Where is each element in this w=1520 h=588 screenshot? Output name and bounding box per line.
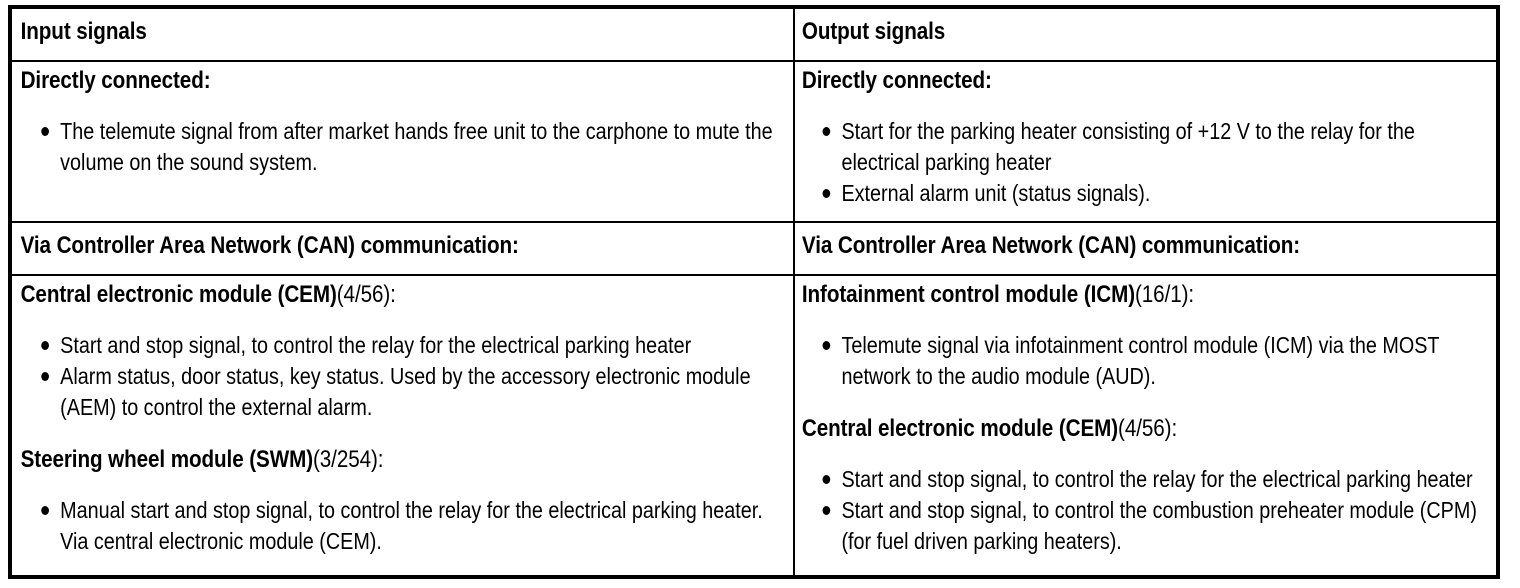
list-item: Telemute signal via infotainment control… <box>802 330 1486 392</box>
table-row-directly-connected: Directly connected: The telemute signal … <box>10 61 1498 224</box>
column-header-input-signals: Input signals <box>20 18 147 45</box>
module-name-cem-output: Central electronic module (CEM) <box>801 415 1119 443</box>
bullet-icon <box>822 189 831 199</box>
spacer <box>802 392 1486 414</box>
table-header-cell-output: Output signals <box>794 7 1498 63</box>
list-output-directly-connected: Start for the parking heater consisting … <box>802 116 1486 209</box>
list-item-text: The telemute signal from after market ha… <box>60 118 773 176</box>
list-item-text: Start and stop signal, to control the co… <box>841 497 1478 555</box>
list-item: The telemute signal from after market ha… <box>21 116 783 178</box>
heading-cem-output: Central electronic module (CEM)(4/56): <box>802 414 1486 444</box>
list-item-text: External alarm unit (status signals). <box>841 180 1151 207</box>
list-item: Start and stop signal, to control the co… <box>802 495 1486 557</box>
list-icm-output: Telemute signal via infotainment control… <box>802 330 1486 392</box>
module-code-swm-input: (3/254): <box>313 446 384 474</box>
signals-table: Input signals Output signals Directly co… <box>8 5 1500 579</box>
bullet-icon <box>41 372 49 382</box>
table-header-row: Input signals Output signals <box>10 7 1498 63</box>
cell-input-can-details: Central electronic module (CEM)(4/56): S… <box>10 275 796 577</box>
heading-swm-input: Steering wheel module (SWM)(3/254): <box>21 445 783 475</box>
list-item-text: Alarm status, door status, key status. U… <box>60 363 751 421</box>
bullet-icon <box>41 506 49 516</box>
cell-input-directly-connected: Directly connected: The telemute signal … <box>10 61 796 224</box>
list-item: Start and stop signal, to control the re… <box>21 330 783 361</box>
module-name-cem-input: Central electronic module (CEM) <box>20 281 337 309</box>
list-item: External alarm unit (status signals). <box>802 178 1486 209</box>
heading-cem-input: Central electronic module (CEM)(4/56): <box>21 280 783 310</box>
list-item: Manual start and stop signal, to control… <box>21 495 783 557</box>
module-name-icm-output: Infotainment control module (ICM) <box>801 281 1136 309</box>
list-swm-input: Manual start and stop signal, to control… <box>21 495 783 557</box>
spacer <box>21 178 783 200</box>
bullet-icon <box>822 127 831 137</box>
column-header-output-signals: Output signals <box>801 18 946 45</box>
list-item-text: Start and stop signal, to control the re… <box>841 466 1473 493</box>
module-code-cem-input: (4/56): <box>336 281 396 309</box>
bullet-icon <box>41 341 49 351</box>
heading-output-can-communication: Via Controller Area Network (CAN) commun… <box>801 232 1301 260</box>
heading-input-can-communication: Via Controller Area Network (CAN) commun… <box>20 232 519 260</box>
list-item-text: Manual start and stop signal, to control… <box>60 497 763 555</box>
bullet-icon <box>822 341 831 351</box>
table-header-cell-input: Input signals <box>10 7 796 63</box>
list-item-text: Telemute signal via infotainment control… <box>841 332 1440 390</box>
bullet-icon <box>822 506 831 516</box>
module-code-cem-output: (4/56): <box>1118 415 1178 443</box>
table-row-can-communication: Via Controller Area Network (CAN) commun… <box>10 222 1498 277</box>
list-cem-output: Start and stop signal, to control the re… <box>802 464 1486 557</box>
cell-output-can-details: Infotainment control module (ICM)(16/1):… <box>794 275 1498 577</box>
module-code-icm-output: (16/1): <box>1135 281 1195 309</box>
list-item: Alarm status, door status, key status. U… <box>21 361 783 423</box>
cell-output-directly-connected: Directly connected: Start for the parkin… <box>794 61 1498 224</box>
list-item-text: Start for the parking heater consisting … <box>841 118 1415 176</box>
heading-output-directly-connected: Directly connected: <box>801 67 992 95</box>
list-item-text: Start and stop signal, to control the re… <box>60 332 692 359</box>
spacer <box>21 423 783 445</box>
module-name-swm-input: Steering wheel module (SWM) <box>20 446 313 474</box>
cell-input-can-communication: Via Controller Area Network (CAN) commun… <box>10 222 796 277</box>
bullet-icon <box>822 475 831 485</box>
list-item: Start for the parking heater consisting … <box>802 116 1486 178</box>
cell-output-can-communication: Via Controller Area Network (CAN) commun… <box>794 222 1498 277</box>
heading-icm-output: Infotainment control module (ICM)(16/1): <box>802 280 1486 310</box>
list-cem-input: Start and stop signal, to control the re… <box>21 330 783 423</box>
table-row-can-details: Central electronic module (CEM)(4/56): S… <box>10 275 1498 577</box>
bullet-icon <box>41 127 49 137</box>
list-item: Start and stop signal, to control the re… <box>802 464 1486 495</box>
list-input-directly-connected: The telemute signal from after market ha… <box>21 116 783 178</box>
heading-input-directly-connected: Directly connected: <box>20 67 211 95</box>
